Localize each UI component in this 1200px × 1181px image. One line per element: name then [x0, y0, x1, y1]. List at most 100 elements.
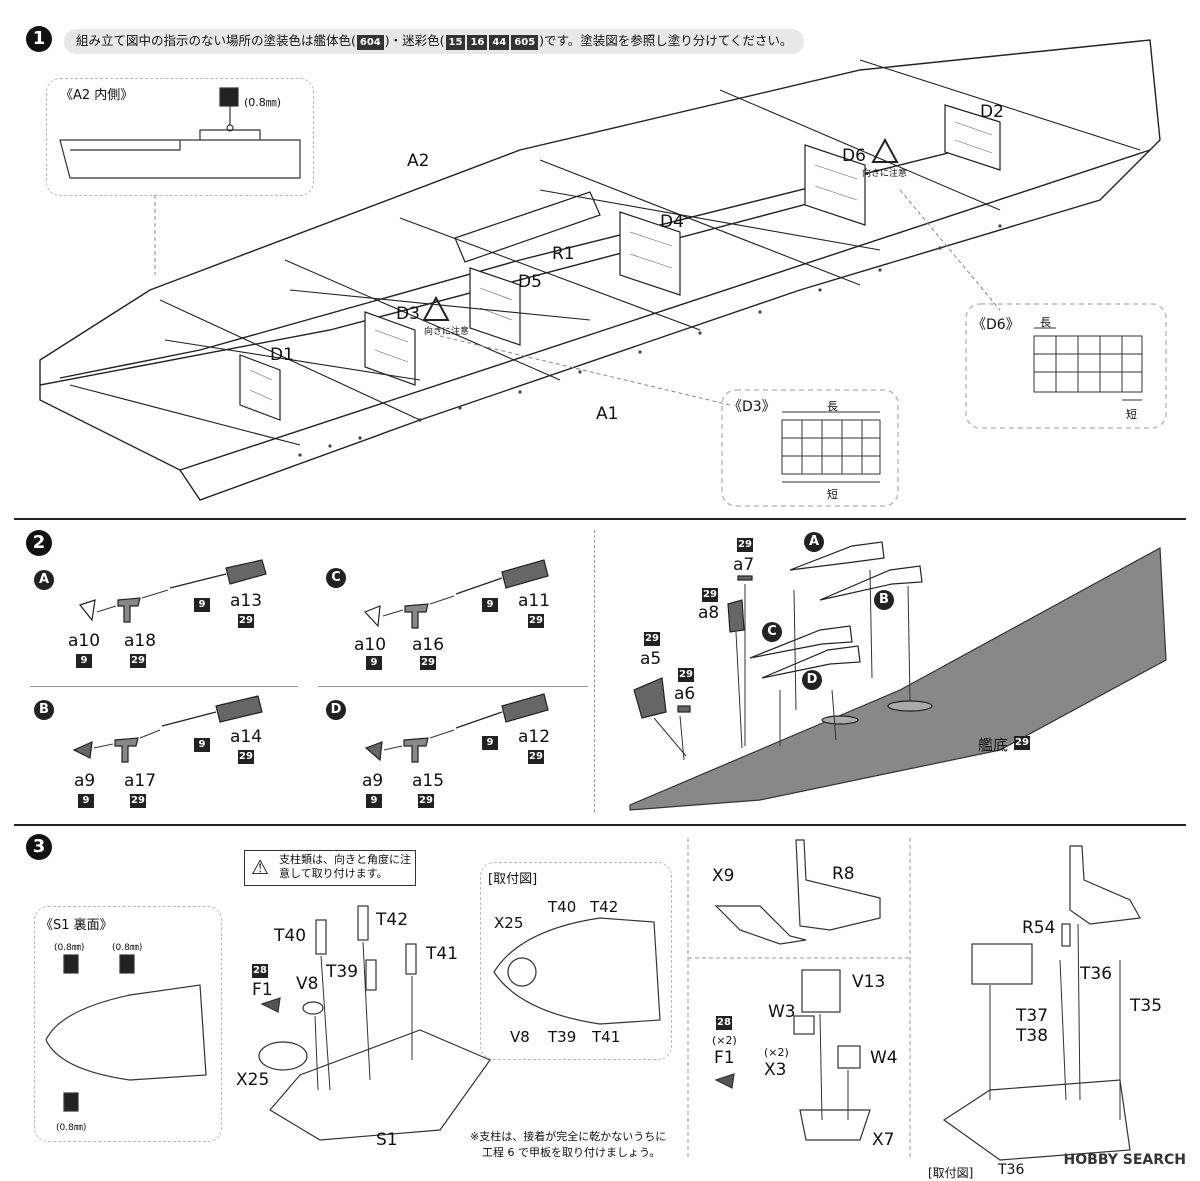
- rod-color-C: 9: [482, 598, 498, 612]
- label-D5: D5: [518, 272, 542, 292]
- label-A1: A1: [596, 404, 619, 424]
- arm-B: a14: [230, 727, 263, 747]
- group-mark-A: A: [34, 570, 54, 590]
- tip-A: a10: [68, 631, 101, 651]
- mount-title: [取付図]: [488, 872, 538, 887]
- footnote-line1: ※支柱は、接着が完全に乾かないうちに: [470, 1130, 667, 1143]
- mid-D: a15: [412, 771, 445, 791]
- color-604: 604: [356, 35, 384, 50]
- step2-hdivider2: [318, 686, 588, 687]
- warning-icon: ⚠: [251, 855, 269, 879]
- a6-color: 29: [678, 668, 694, 682]
- tip-C: a10: [354, 635, 387, 655]
- d6-short: 短: [1126, 408, 1137, 421]
- arm-color-D: 29: [528, 750, 544, 764]
- a7-color: 29: [737, 538, 753, 552]
- step2-panel: [14, 518, 1186, 820]
- inset-a2-inner: [46, 78, 314, 196]
- right-F1: F1: [714, 1048, 735, 1068]
- a5-label: a5: [640, 649, 662, 669]
- group-mark-D: D: [326, 700, 346, 720]
- label-D2: D2: [980, 102, 1004, 122]
- assembly-mark-B: B: [874, 590, 894, 610]
- rod-color-A: 9: [194, 598, 210, 612]
- rod-color-B: 9: [194, 738, 210, 752]
- right-V13: V13: [852, 972, 886, 992]
- mid-color-C: 29: [420, 656, 436, 670]
- mount-inset: [480, 862, 672, 1060]
- right-x2-b: (×2): [712, 1034, 737, 1047]
- hull-bottom-label: 艦底: [978, 736, 1009, 754]
- right-T37: T37: [1016, 1006, 1049, 1026]
- caution-d3: 向きに注意: [424, 327, 470, 337]
- note-mid: )・迷彩色(: [384, 33, 445, 48]
- d3-short: 短: [827, 488, 838, 501]
- inset-d3-title: 《D3》: [728, 399, 776, 415]
- mount-X25: X25: [494, 914, 524, 932]
- drill-size-a2: (0.8㎜): [244, 96, 282, 109]
- d3-long: 長: [827, 400, 838, 413]
- part-F1-color: 28: [252, 964, 268, 978]
- inset-d6-title: 《D6》: [972, 317, 1020, 333]
- tip-color-A: 9: [76, 654, 92, 668]
- mid-C: a16: [412, 635, 445, 655]
- caution-text: 支柱類は、向きと角度に注意して取り付けます。: [279, 853, 411, 880]
- part-S1: S1: [376, 1130, 398, 1150]
- right-x2-a: (×2): [764, 1046, 789, 1059]
- arm-A: a13: [230, 591, 263, 611]
- rod-color-D: 9: [482, 736, 498, 750]
- step3-panel: [14, 824, 1186, 1166]
- right-X3: X3: [764, 1060, 787, 1080]
- right-W3: W3: [768, 1002, 796, 1022]
- watermark: HOBBY SEARCH: [1063, 1152, 1186, 1168]
- step2-divider: [594, 530, 595, 812]
- mid-B: a17: [124, 771, 157, 791]
- mid-color-D: 29: [418, 794, 434, 808]
- arm-color-B: 29: [238, 750, 254, 764]
- right-W4: W4: [870, 1048, 898, 1068]
- group-mark-C: C: [326, 568, 346, 588]
- footnote-line2: 工程 6 で甲板を取り付けましょう。: [482, 1146, 661, 1159]
- mid-color-A: 29: [130, 654, 146, 668]
- mount-T42: T42: [590, 898, 619, 916]
- step3-caution-box: ⚠ 支柱類は、向きと角度に注意して取り付けます。: [244, 850, 416, 886]
- step1-badge: 1: [26, 26, 52, 52]
- step1-hull-drawing: [39, 39, 1167, 507]
- inset-a2-title: 《A2 内側》: [60, 88, 134, 103]
- a8-color: 29: [702, 588, 718, 602]
- part-V8: V8: [296, 974, 319, 994]
- step2-hdivider: [30, 686, 298, 687]
- arm-color-A: 29: [238, 614, 254, 628]
- part-T40: T40: [274, 926, 307, 946]
- label-D3: D3: [396, 304, 420, 324]
- part-T42: T42: [376, 910, 409, 930]
- right-F1-color: 28: [716, 1016, 732, 1030]
- mid-color-B: 29: [130, 794, 146, 808]
- right-R8: R8: [832, 864, 855, 884]
- group-mark-B: B: [34, 700, 54, 720]
- mount-T39: T39: [548, 1028, 577, 1046]
- assembly-mark-D: D: [802, 670, 822, 690]
- label-A2: A2: [407, 151, 430, 171]
- right-T36b: T36: [998, 1162, 1025, 1178]
- color-16: 16: [467, 35, 488, 50]
- tip-D: a9: [362, 771, 384, 791]
- mount-T41: T41: [592, 1028, 621, 1046]
- tip-B: a9: [74, 771, 96, 791]
- note-post: )です。塗装図を参照し塗り分けてください。: [539, 33, 793, 48]
- hull-bottom-color: 29: [1014, 736, 1030, 750]
- arm-D: a12: [518, 727, 551, 747]
- note-pre: 組み立て図中の指示のない場所の塗装色は艦体色(: [76, 33, 356, 48]
- tip-color-C: 9: [366, 656, 382, 670]
- label-R1: R1: [552, 244, 575, 264]
- part-T41: T41: [426, 944, 459, 964]
- step2-badge: 2: [26, 530, 52, 556]
- arm-color-C: 29: [528, 614, 544, 628]
- tip-color-D: 9: [366, 794, 382, 808]
- tip-color-B: 9: [78, 794, 94, 808]
- right-T36: T36: [1080, 964, 1113, 984]
- part-F1: F1: [252, 980, 273, 1000]
- s1-back-title: 《S1 裏面》: [40, 918, 113, 933]
- d6-long: 長: [1040, 316, 1051, 329]
